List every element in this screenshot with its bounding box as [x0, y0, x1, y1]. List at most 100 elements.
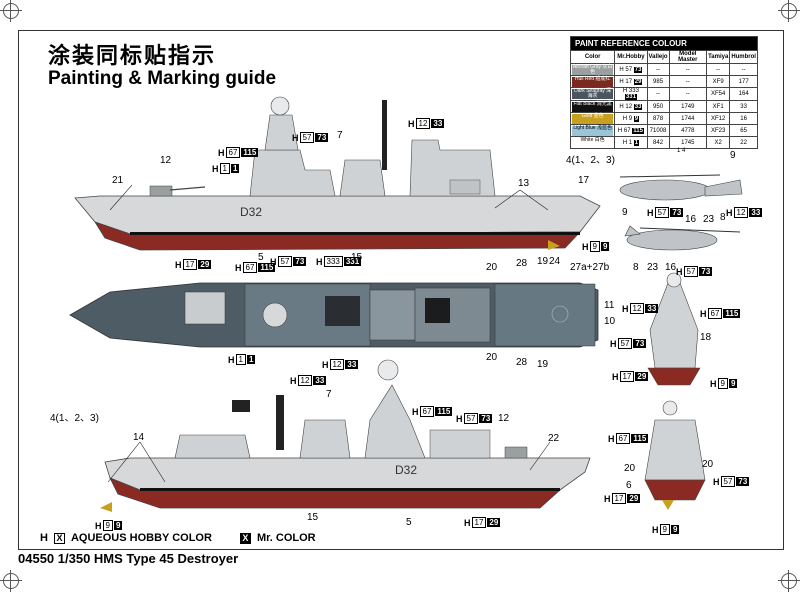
table-cell: 71008	[646, 124, 670, 137]
table-cell: --	[706, 63, 731, 76]
legend-aqueous: AQUEOUS HOBBY COLOR	[70, 532, 212, 544]
table-note: 1 4	[677, 148, 686, 154]
callout: 22	[548, 433, 560, 444]
color-swatch: Flat Black 消光黑	[572, 101, 614, 112]
callout: 16	[685, 214, 697, 225]
color-swatch: Gold 金色	[572, 113, 614, 124]
callout: 20	[486, 352, 498, 363]
color-swatch: Light Blue 浅蓝色	[572, 125, 614, 136]
callout: 9	[622, 207, 628, 218]
callout: 20	[624, 463, 636, 474]
ship-end-views	[644, 272, 706, 510]
title-english: Painting & Marking guide	[48, 68, 277, 89]
legend-mr-color: Mr. COLOR	[256, 532, 316, 544]
hobby-code: H 1 1	[622, 139, 640, 146]
callout: 4(1、2、3)	[566, 155, 615, 166]
hobby-code: H 57 73	[619, 66, 643, 73]
crop-mark	[778, 570, 800, 592]
hull-number-bottom: D32	[395, 463, 417, 477]
callout: 27a+27b	[570, 262, 610, 273]
hobby-code: H 17 29	[619, 78, 643, 85]
deck-plan-view	[69, 282, 599, 348]
crop-mark	[0, 570, 22, 592]
color-swatch: Hull Red 船底红	[572, 76, 614, 87]
crop-mark	[778, 0, 800, 22]
callout: 28	[516, 258, 528, 269]
table-cell: 842	[646, 136, 670, 149]
mr-color-box-icon: X	[239, 532, 251, 544]
callout: 16	[665, 262, 677, 273]
callout: 12	[160, 155, 172, 166]
color-swatch-cell: Gold 金色	[569, 112, 616, 125]
callout: 12	[498, 413, 510, 424]
callout: 19	[537, 359, 549, 370]
callout: 18	[700, 332, 712, 343]
callout: 21	[112, 175, 124, 186]
title-chinese: 涂装同标贴指示	[48, 44, 217, 69]
callout: 6	[626, 480, 632, 491]
callout: 24	[549, 256, 561, 267]
hobby-code: H 67 115	[617, 127, 644, 134]
callout: 23	[703, 214, 715, 225]
crop-mark	[0, 0, 22, 22]
callout: 7	[337, 130, 343, 141]
callout: 20	[702, 459, 714, 470]
color-swatch: Aircraft Gray 灰白色	[572, 63, 614, 75]
callout: 5	[258, 252, 264, 263]
side-profile-port: D32	[100, 359, 591, 512]
page-frame	[18, 30, 784, 550]
callout: 8	[720, 212, 726, 223]
callout: 17	[578, 175, 590, 186]
callout: 9	[730, 150, 736, 161]
color-swatch: White 白色	[572, 137, 614, 148]
callout: 5	[406, 517, 412, 528]
hobby-code: H 333 331	[622, 88, 639, 100]
callout: 28	[516, 357, 528, 368]
paint-reference-table: PAINT REFERENCE COLOUR Color Mr.Hobby Va…	[569, 36, 758, 149]
color-swatch: Dark Seagray 深海灰	[572, 89, 614, 99]
callout: 4(1、2、3)	[50, 413, 99, 424]
legend-h-mark: H	[40, 532, 48, 544]
callout: 7	[326, 389, 332, 400]
callout: 8	[633, 262, 639, 273]
helicopter-side	[619, 174, 743, 251]
callout: 15	[351, 252, 363, 263]
side-profile-starboard: D32	[74, 96, 601, 251]
hull-number-top: D32	[240, 205, 262, 219]
color-swatch-cell: White 白色	[569, 136, 616, 149]
callout: 10	[604, 316, 616, 327]
callout: 19	[537, 256, 549, 267]
table-cell: X2	[706, 136, 731, 149]
hobby-code: H 12 33	[619, 103, 643, 110]
callout: 13	[518, 178, 530, 189]
aqueous-box-icon: X	[53, 532, 65, 544]
callout: 11	[604, 300, 615, 311]
hobby-code: H 9 9	[622, 115, 640, 122]
